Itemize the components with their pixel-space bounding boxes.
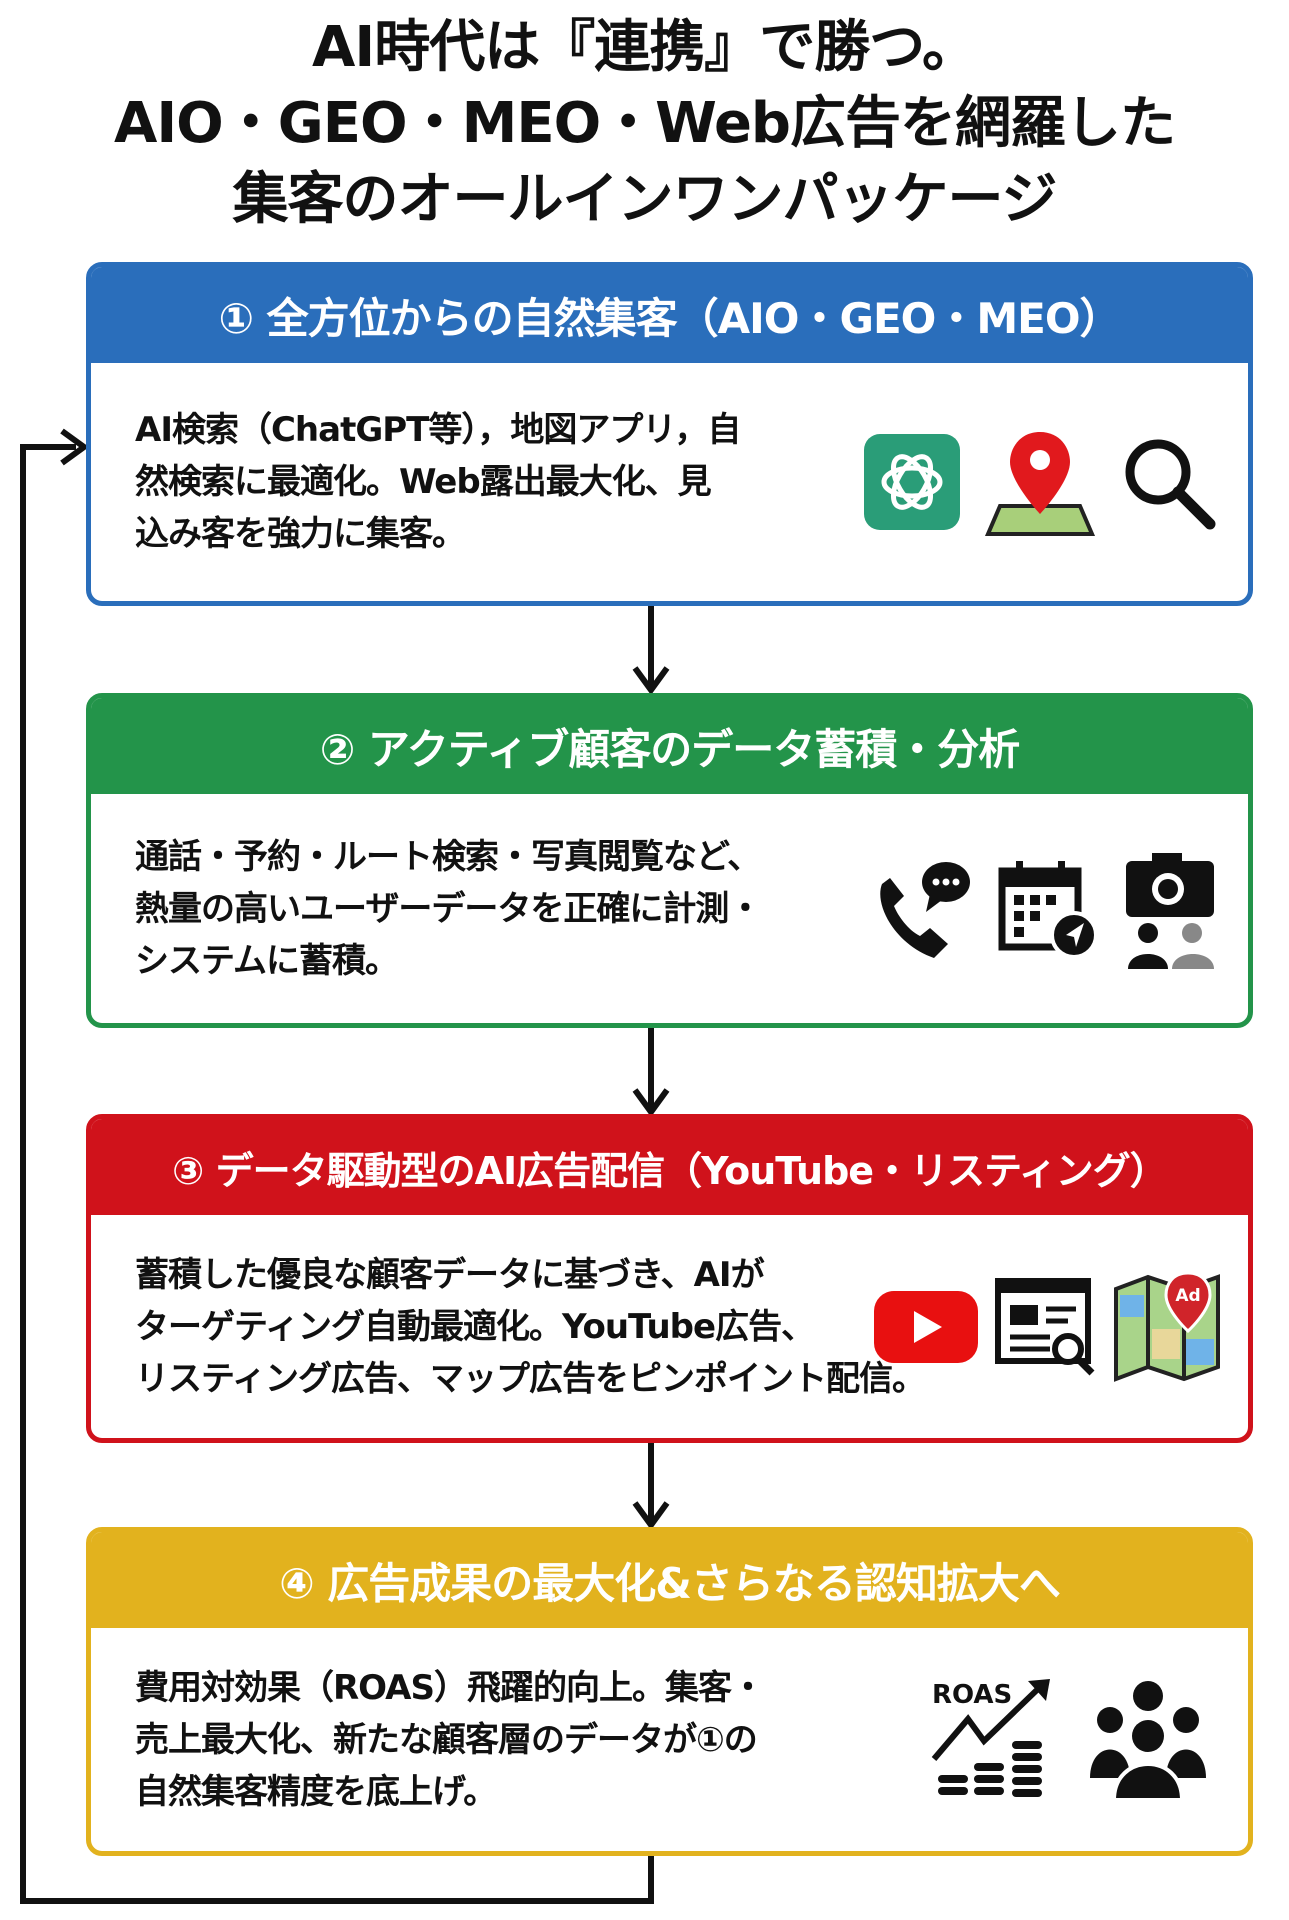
description-line: 売上最大化、新たな顧客層のデータが①の [135, 1719, 758, 1760]
map-pin-icon [984, 432, 1096, 536]
people-group-icon [1090, 1680, 1206, 1802]
title-line-2: AIO・GEO・MEO・Web広告を網羅した [113, 91, 1176, 156]
step-1-header: ① 全方位からの自然集客（AIO・GEO・MEO） [91, 267, 1248, 363]
ad-label: Ad [1175, 1286, 1200, 1306]
step-2-description: 通話・予約・ルート検索・写真閲覧など、熱量の高いユーザーデータを正確に計測・シス… [135, 831, 762, 987]
step-4-box: ④ 広告成果の最大化&さらなる認知拡大へ 費用対効果（ROAS）飛躍的向上。集客… [86, 1527, 1253, 1856]
feedback-loop-top [20, 444, 76, 450]
description-line: 込み客を強力に集客。 [135, 514, 466, 554]
step-3-description: 蓄積した優良な顧客データに基づき、AIがターゲティング自動最適化。YouTube… [135, 1249, 926, 1405]
step-3-box: ③ データ駆動型のAI広告配信（YouTube・リスティング） 蓄積した優良な顧… [86, 1114, 1253, 1443]
description-line: 然検索に最適化。Web露出最大化、見 [135, 462, 712, 502]
step-1-box: ① 全方位からの自然集客（AIO・GEO・MEO） AI検索（ChatGPT等）… [86, 262, 1253, 606]
phone-chat-icon [880, 861, 970, 958]
roas-growth-icon: ROAS [931, 1678, 1050, 1797]
arrow-to-step-1-icon [60, 428, 90, 466]
description-line: AI検索（ChatGPT等），地図アプリ，自 [135, 410, 741, 450]
description-line: 自然集客精度を底上げ。 [135, 1771, 497, 1812]
calendar-icon [998, 860, 1098, 959]
arrow-1-to-2-icon [632, 606, 670, 694]
description-line: リスティング広告、マップ広告をピンポイント配信。 [135, 1358, 926, 1399]
feedback-loop-left [20, 444, 26, 1904]
step-2-header: ② アクティブ顧客のデータ蓄積・分析 [91, 698, 1248, 794]
chatgpt-icon [864, 434, 960, 530]
feedback-loop-up [648, 1855, 654, 1904]
youtube-icon [874, 1290, 978, 1363]
arrow-3-to-4-icon [632, 1443, 670, 1529]
map-ad-icon: Ad [1114, 1270, 1220, 1382]
step-1-description: AI検索（ChatGPT等），地図アプリ，自然検索に最適化。Web露出最大化、見… [135, 404, 741, 560]
description-line: 費用対効果（ROAS）飛躍的向上。集客・ [135, 1667, 765, 1708]
roas-label: ROAS [932, 1680, 1012, 1710]
step-2-box: ② アクティブ顧客のデータ蓄積・分析 通話・予約・ルート検索・写真閲覧など、熱量… [86, 693, 1253, 1028]
search-icon [1125, 439, 1216, 530]
title-line-1: AI時代は『連携』で勝つ。 [312, 15, 978, 80]
feedback-loop-bottom [20, 1898, 654, 1904]
step-4-description: 費用対効果（ROAS）飛躍的向上。集客・売上最大化、新たな顧客層のデータが①の自… [135, 1662, 765, 1818]
step-4-header: ④ 広告成果の最大化&さらなる認知拡大へ [91, 1532, 1248, 1628]
description-line: システムに蓄積。 [135, 940, 399, 981]
description-line: 通話・予約・ルート検索・写真閲覧など、 [135, 836, 761, 877]
title-line-3: 集客のオールインワンパッケージ [232, 167, 1058, 232]
arrow-2-to-3-icon [632, 1028, 670, 1116]
description-line: ターゲティング自動最適化。YouTube広告、 [135, 1306, 815, 1347]
step-3-header: ③ データ駆動型のAI広告配信（YouTube・リスティング） [91, 1119, 1248, 1215]
description-line: 熱量の高いユーザーデータを正確に計測・ [135, 888, 762, 929]
page-title: AI時代は『連携』で勝つ。 AIO・GEO・MEO・Web広告を網羅した 集客の… [0, 10, 1289, 238]
search-ad-icon [995, 1277, 1095, 1375]
camera-users-icon [1126, 852, 1214, 969]
description-line: 蓄積した優良な顧客データに基づき、AIが [135, 1254, 765, 1295]
